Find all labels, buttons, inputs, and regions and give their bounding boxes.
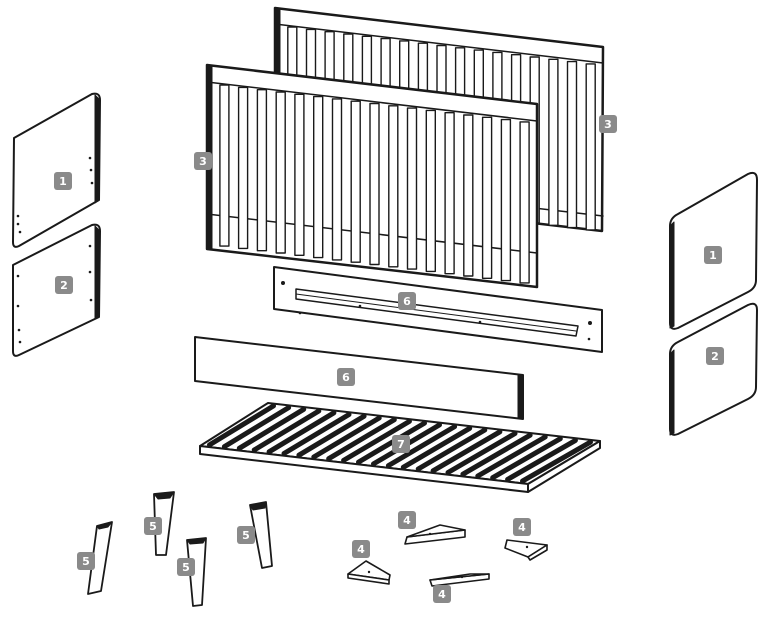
badge-label: 2: [711, 350, 719, 363]
base-slat-highlight: [253, 410, 320, 451]
base-slat-highlight: [447, 432, 516, 474]
base-slat-highlight: [387, 425, 456, 467]
end-panel-right-lower: [669, 302, 758, 436]
badge-side-panel-back: 3: [599, 115, 617, 133]
base-slat-highlight: [208, 404, 275, 446]
badge-label: 5: [149, 520, 157, 533]
badge-support-rail-back: 6: [398, 292, 416, 310]
back-slat: [548, 58, 559, 226]
side-panel-front: [205, 63, 539, 289]
front-slat: [256, 88, 268, 252]
support-rail-front: [194, 336, 524, 420]
badge-bracket-c: 4: [352, 540, 370, 558]
front-slat: [519, 121, 530, 284]
base-slat-highlight: [432, 430, 501, 472]
front-slat: [237, 86, 249, 250]
badge-label: 4: [357, 543, 365, 556]
badge-leg-d: 5: [237, 526, 255, 544]
base-slat-highlight: [283, 413, 350, 455]
badge-label: 2: [60, 279, 68, 292]
front-slat: [500, 118, 512, 282]
badge-label: 7: [397, 438, 405, 451]
front-slat: [331, 98, 343, 261]
legs: [87, 491, 273, 607]
badge-support-rail-front: 6: [337, 368, 355, 386]
badge-label: 6: [403, 295, 411, 308]
badge-leg-a: 5: [77, 552, 95, 570]
badge-label: 4: [518, 521, 526, 534]
base-slat-highlight: [461, 434, 532, 476]
badge-mattress-base: 7: [392, 435, 410, 453]
base-slat-highlight: [357, 422, 426, 464]
front-slat: [350, 100, 361, 263]
base-slat-highlight: [521, 441, 592, 483]
badge-end-panel-right-lower: 2: [706, 347, 724, 365]
base-slat-highlight: [476, 436, 547, 477]
base-slat-highlight: [327, 418, 396, 460]
front-slat: [481, 116, 493, 280]
badge-label: 4: [438, 588, 446, 601]
back-slat: [585, 63, 596, 231]
base-slat-highlight: [238, 408, 305, 450]
badge-label: 5: [242, 529, 250, 542]
front-slat: [275, 91, 286, 254]
bracket-c: [347, 560, 391, 585]
back-slat: [566, 60, 578, 229]
front-slat: [294, 93, 305, 257]
front-slat: [425, 109, 436, 273]
bracket-a: [404, 524, 466, 545]
leg-d: [249, 501, 273, 569]
badge-leg-c: 5: [177, 558, 195, 576]
bracket-d: [429, 573, 490, 587]
base-slat-highlight: [417, 429, 486, 470]
badge-end-panel-right-upper: 1: [704, 246, 722, 264]
front-slat: [388, 105, 399, 268]
badge-leg-b: 5: [144, 517, 162, 535]
base-slat-highlight: [223, 406, 290, 448]
base-slat-highlight: [491, 437, 562, 479]
front-slat: [444, 111, 455, 275]
badge-label: 1: [59, 175, 67, 188]
base-slat-highlight: [297, 415, 366, 457]
badge-side-panel-front: 3: [194, 152, 212, 170]
badge-bracket-a: 4: [398, 511, 416, 529]
base-slat-highlight: [342, 420, 411, 462]
badge-end-panel-left-upper: 1: [54, 172, 72, 190]
badge-bracket-b: 4: [513, 518, 531, 536]
front-slat: [219, 84, 230, 247]
badge-end-panel-left-lower: 2: [55, 276, 73, 294]
bracket-b: [504, 539, 548, 561]
badge-label: 1: [709, 249, 717, 262]
badge-label: 3: [604, 118, 612, 131]
end-panel-left-upper: [12, 92, 101, 248]
badge-label: 5: [82, 555, 90, 568]
front-slat: [313, 95, 324, 259]
badge-label: 4: [403, 514, 411, 527]
front-slat: [369, 102, 380, 266]
badge-label: 5: [182, 561, 190, 574]
leg-c: [186, 537, 207, 607]
leg-brackets: [347, 524, 548, 587]
badge-bracket-d: 4: [433, 585, 451, 603]
base-slat-highlight: [312, 417, 381, 458]
front-slat: [463, 114, 474, 277]
base-slat-highlight: [268, 411, 335, 453]
side-panel-front-slats: [219, 84, 530, 284]
leg-a: [87, 521, 113, 595]
base-slat-highlight: [506, 439, 577, 481]
support-rail-back: [273, 266, 603, 353]
base-slat-highlight: [402, 427, 471, 469]
badge-label: 3: [199, 155, 207, 168]
front-slat: [406, 107, 418, 270]
badge-label: 6: [342, 371, 350, 384]
